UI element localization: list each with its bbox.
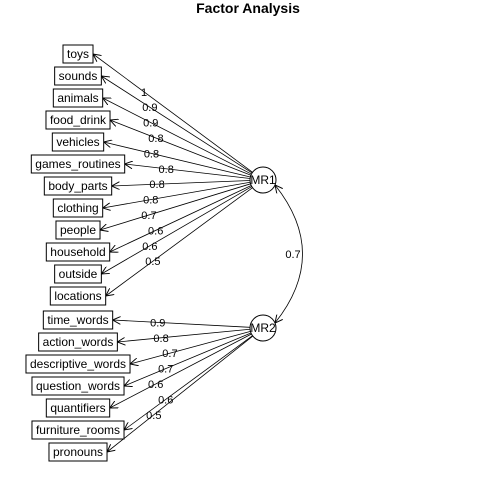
item-label-household: household xyxy=(50,245,105,259)
loading-value-action-words: 0.8 xyxy=(153,333,168,345)
item-box-toys xyxy=(62,44,94,64)
loading-value-people: 0.7 xyxy=(141,210,156,222)
factor-node-mr1 xyxy=(249,166,277,194)
loading-edge-furniture-rooms xyxy=(124,335,253,430)
item-label-toys: toys xyxy=(67,47,89,61)
loading-edge-body-parts xyxy=(112,180,251,186)
item-label-furniture-rooms: furniture_rooms xyxy=(36,423,120,437)
item-label-time-words: time_words xyxy=(47,313,108,327)
item-box-locations xyxy=(49,286,107,306)
loading-value-locations: 0.5 xyxy=(145,256,160,268)
loading-edge-vehicles xyxy=(104,142,251,178)
item-box-animals xyxy=(52,88,104,108)
loading-edge-locations xyxy=(106,187,253,296)
loading-edge-animals xyxy=(103,98,252,175)
item-box-household xyxy=(45,242,111,262)
loading-value-quantifiers: 0.6 xyxy=(148,379,163,391)
item-box-people xyxy=(55,220,101,240)
item-box-outside xyxy=(54,264,102,284)
loading-value-games-routines: 0.8 xyxy=(159,164,174,176)
loading-edge-toys xyxy=(93,54,253,173)
loading-edge-clothing xyxy=(103,181,251,208)
loading-edge-food-drink xyxy=(110,120,252,176)
loading-edge-games-routines xyxy=(125,164,251,179)
loading-edge-people xyxy=(100,183,251,230)
item-label-action-words: action_words xyxy=(43,335,114,349)
item-box-vehicles xyxy=(51,132,105,152)
loading-value-question-words: 0.7 xyxy=(158,364,173,376)
item-label-games-routines: games_routines xyxy=(35,157,120,171)
item-label-people: people xyxy=(60,223,96,237)
loading-edge-sounds xyxy=(101,76,253,174)
item-box-clothing xyxy=(52,198,104,218)
loading-edge-action-words xyxy=(117,328,251,342)
item-label-pronouns: pronouns xyxy=(53,445,103,459)
item-label-clothing: clothing xyxy=(57,201,98,215)
loading-value-pronouns: 0.5 xyxy=(146,410,161,422)
item-box-body-parts xyxy=(43,176,113,196)
item-box-action-words xyxy=(38,332,118,352)
loading-value-food-drink: 0.8 xyxy=(148,133,163,145)
loading-value-vehicles: 0.8 xyxy=(144,148,159,160)
item-label-question-words: question_words xyxy=(36,379,120,393)
loading-edge-descriptive-words xyxy=(130,331,251,364)
item-label-vehicles: vehicles xyxy=(56,135,99,149)
correlation-value: 0.7 xyxy=(285,249,300,261)
loading-edge-household xyxy=(110,185,252,252)
item-box-descriptive-words xyxy=(25,354,131,374)
item-label-animals: animals xyxy=(57,91,98,105)
factor-label-mr1: MR1 xyxy=(250,173,276,187)
item-box-furniture-rooms xyxy=(31,420,125,440)
item-box-food-drink xyxy=(45,110,111,130)
loading-edge-question-words xyxy=(124,332,252,386)
item-box-quantifiers xyxy=(45,398,111,418)
loading-value-toys: 1 xyxy=(141,87,147,99)
item-label-quantifiers: quantifiers xyxy=(50,401,105,415)
item-box-question-words xyxy=(31,376,125,396)
correlation-arc xyxy=(275,185,303,323)
loading-value-furniture-rooms: 0.6 xyxy=(158,394,173,406)
loading-edge-outside xyxy=(101,186,252,274)
item-box-pronouns xyxy=(48,442,108,462)
loading-edge-time-words xyxy=(113,320,251,328)
loading-value-animals: 0.9 xyxy=(143,118,158,130)
factor-label-mr2: MR2 xyxy=(250,321,276,335)
loading-value-clothing: 0.8 xyxy=(143,195,158,207)
item-box-sounds xyxy=(54,66,102,86)
diagram-title: Factor Analysis xyxy=(196,0,300,16)
item-box-games-routines xyxy=(30,154,126,174)
loading-edge-quantifiers xyxy=(110,333,252,408)
item-label-descriptive-words: descriptive_words xyxy=(30,357,126,371)
loading-value-outside: 0.6 xyxy=(142,241,157,253)
loading-value-time-words: 0.9 xyxy=(150,317,165,329)
item-label-body-parts: body_parts xyxy=(48,179,107,193)
item-box-time-words xyxy=(42,310,114,330)
loading-edge-pronouns xyxy=(107,335,254,452)
item-label-locations: locations xyxy=(54,289,101,303)
factor-node-mr2 xyxy=(249,314,277,342)
loading-value-descriptive-words: 0.7 xyxy=(162,348,177,360)
loading-value-body-parts: 0.8 xyxy=(149,179,164,191)
loading-value-sounds: 0.9 xyxy=(142,102,157,114)
item-label-outside: outside xyxy=(59,267,98,281)
loading-value-household: 0.6 xyxy=(148,225,163,237)
item-label-sounds: sounds xyxy=(59,69,98,83)
item-label-food-drink: food_drink xyxy=(50,113,107,127)
